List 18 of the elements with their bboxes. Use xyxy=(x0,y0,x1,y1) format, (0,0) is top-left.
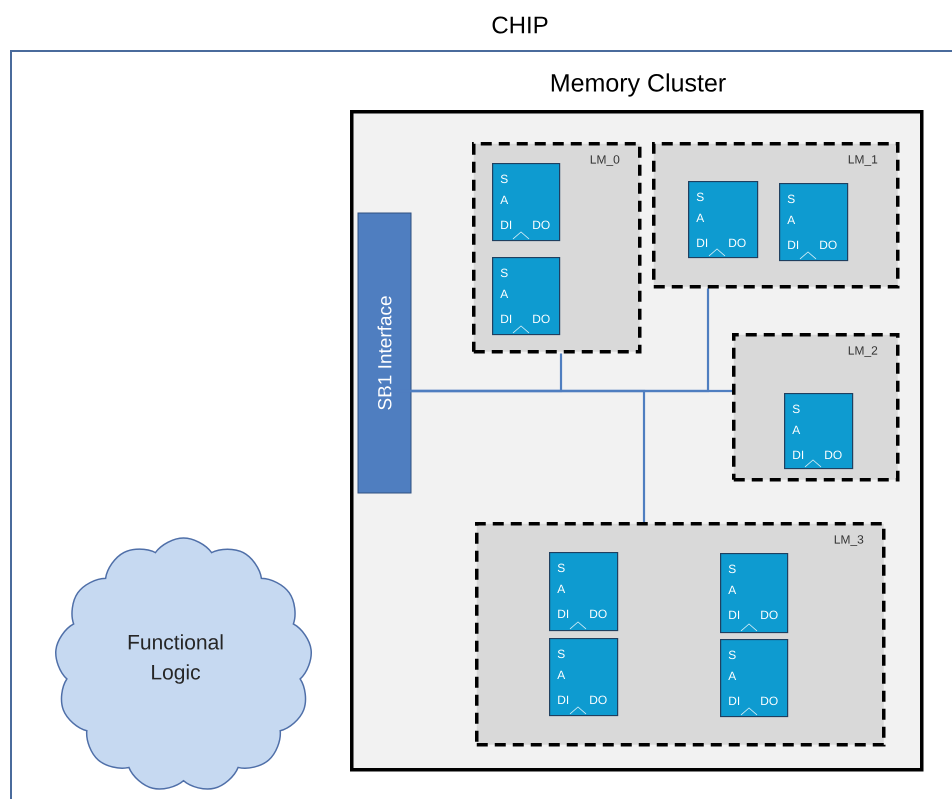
memory-block: S A DI DO xyxy=(720,552,788,634)
memory-block: S A DI DO xyxy=(492,162,560,242)
memory-block: S A DI DO xyxy=(549,552,618,632)
module-label: LM_1 xyxy=(848,155,878,166)
heading: CHIP xyxy=(492,16,548,34)
memory-block: S A DI DO xyxy=(492,256,560,336)
memory-block: S A DI DO xyxy=(549,638,618,716)
module-label: LM_0 xyxy=(590,155,620,166)
memory-block: S A DI DO xyxy=(779,182,848,262)
interface-bar: SB1 Interface xyxy=(358,212,412,494)
heading: Memory Cluster xyxy=(552,73,726,97)
cloud-label: Functional Logic xyxy=(128,634,223,684)
bus-line xyxy=(384,390,646,522)
memory-block: S A DI DO xyxy=(720,638,788,718)
memory-block: S A DI DO xyxy=(688,180,758,258)
module-label: LM_3 xyxy=(834,535,864,546)
module-label: LM_2 xyxy=(848,346,878,357)
memory-block: S A DI DO xyxy=(784,392,854,470)
